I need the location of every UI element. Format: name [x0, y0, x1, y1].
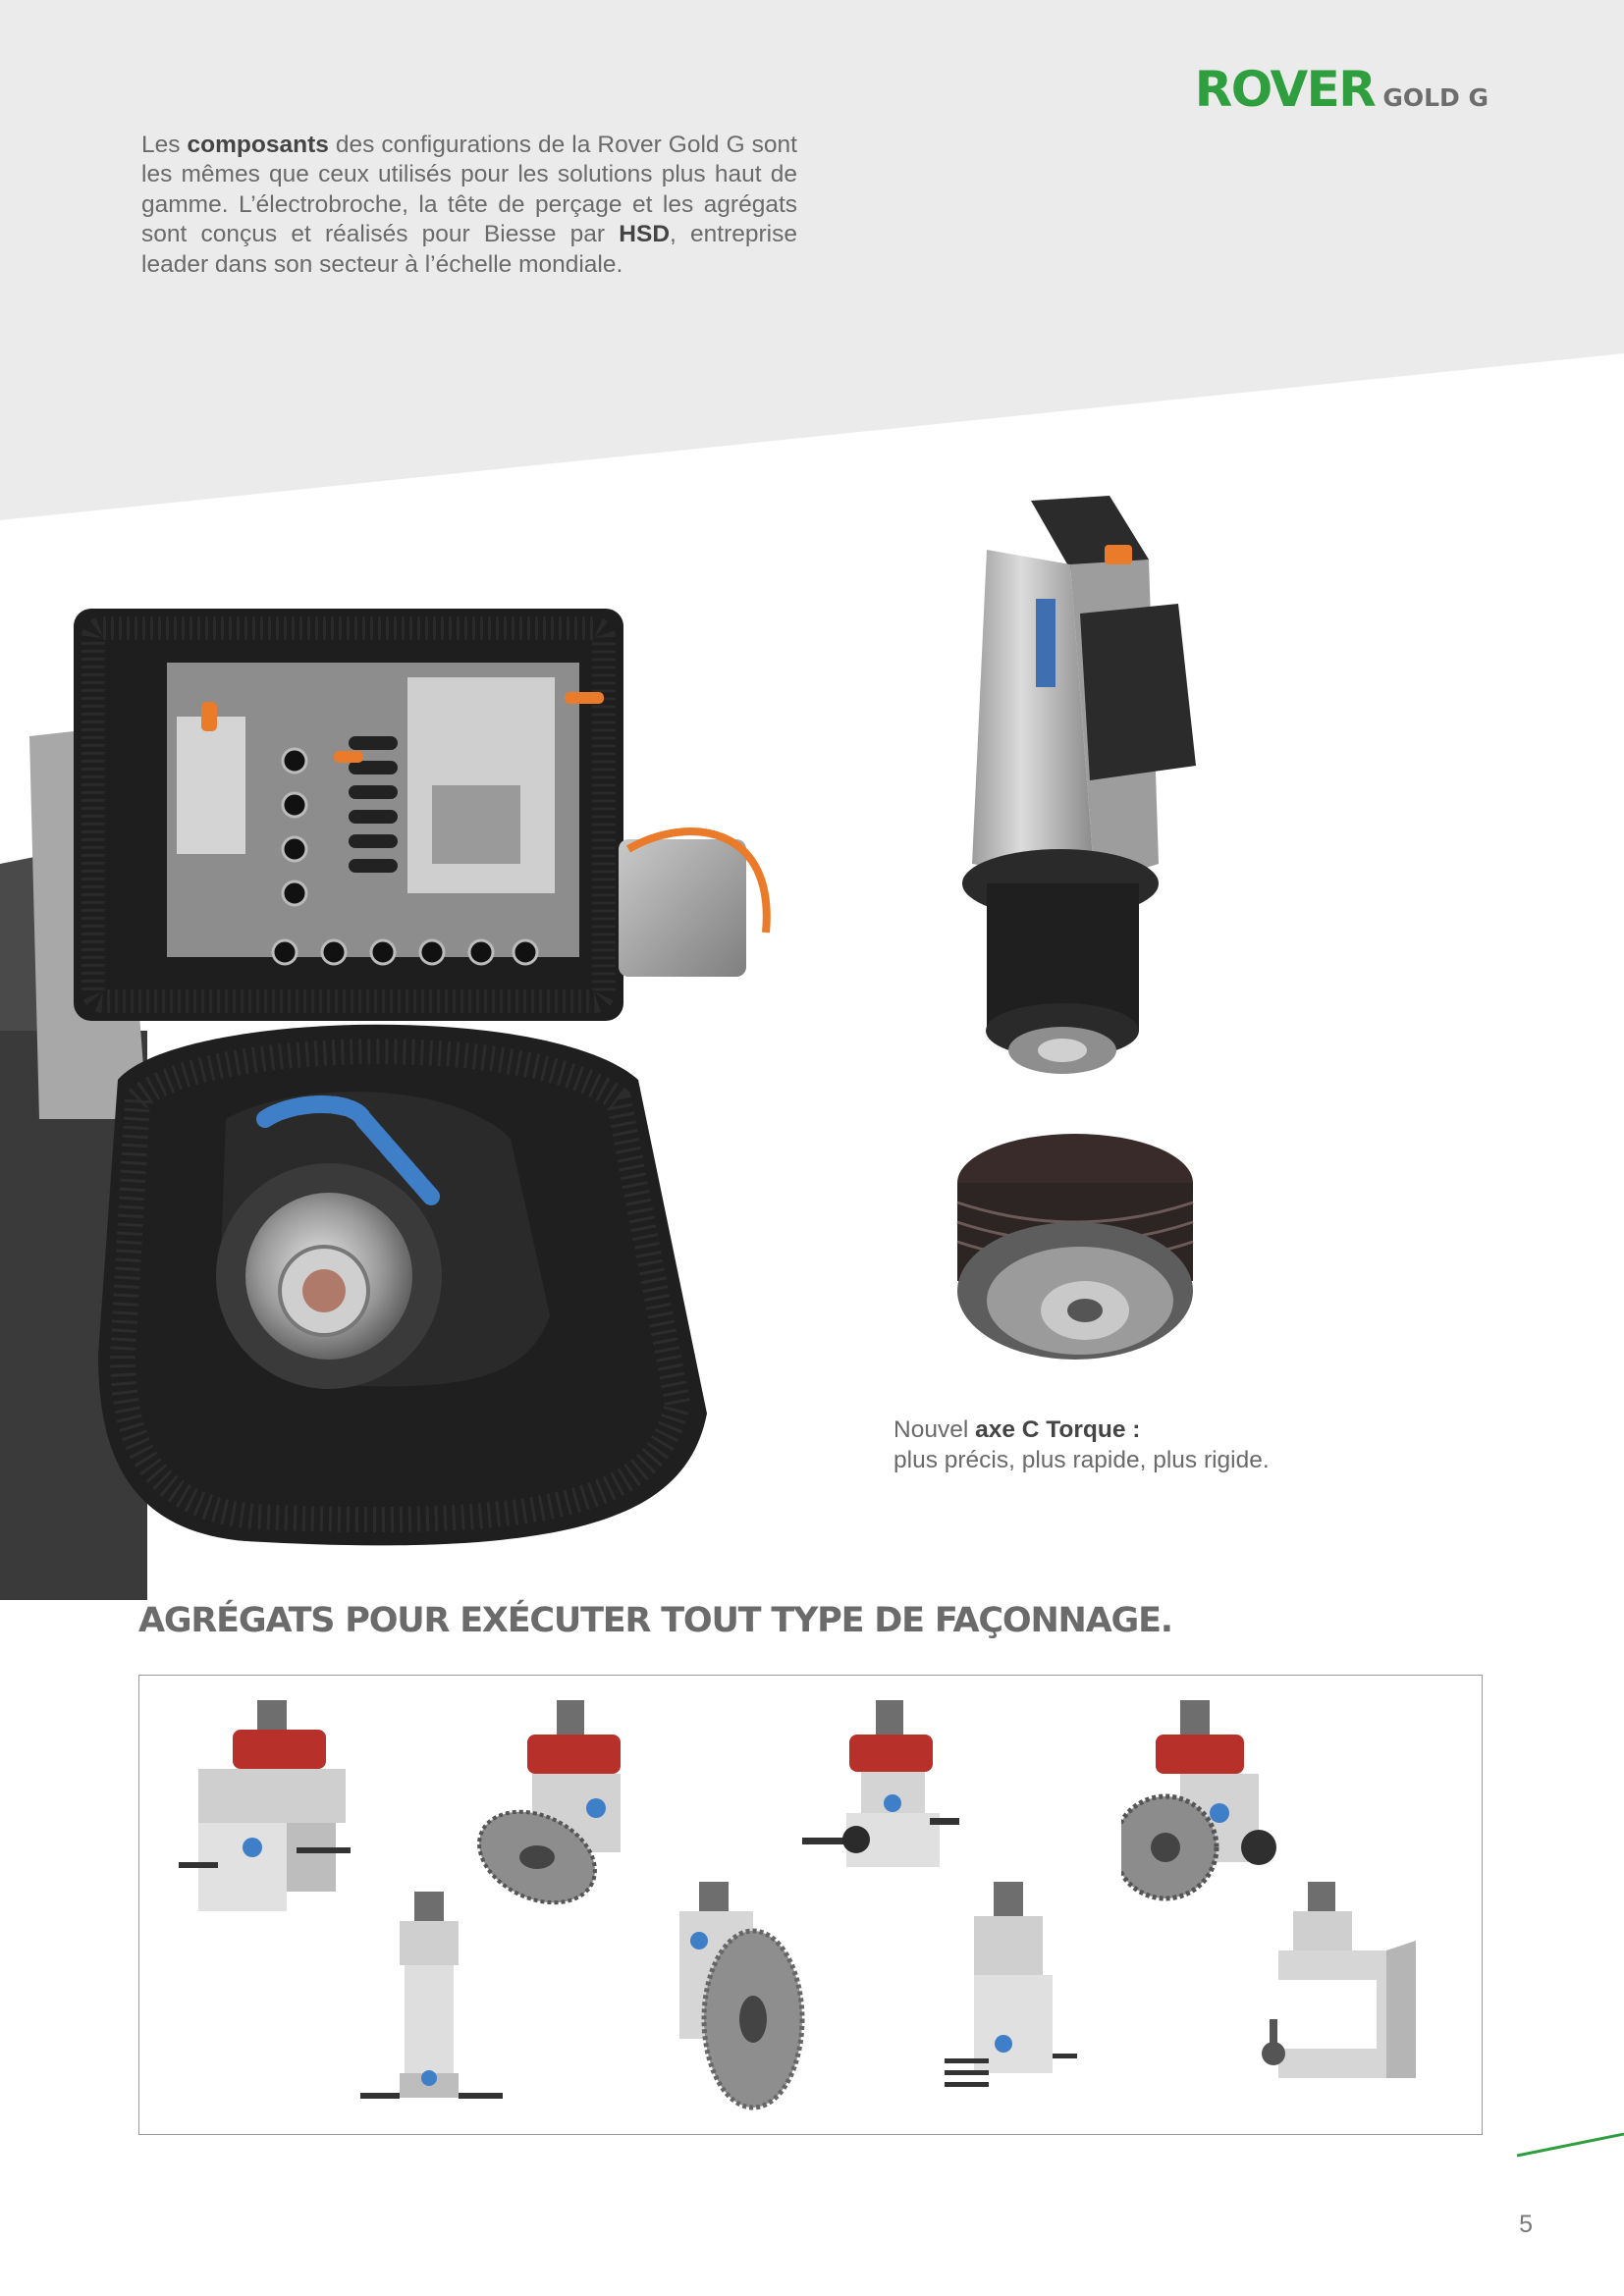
brand-name: ROVER — [1194, 61, 1377, 118]
aggregate-large-saw-image — [670, 1882, 807, 2117]
aggregate-disc-saw-image — [1121, 1700, 1293, 1921]
aggregate-horizontal-drill-image — [802, 1700, 959, 1887]
c-axis-caption: Nouvel axe C Torque : plus précis, plus … — [893, 1415, 1384, 1475]
brand-logo: ROVER GOLD G — [1195, 61, 1489, 118]
intro-bold-composants: composants — [187, 132, 329, 158]
brand-model: GOLD G — [1382, 83, 1489, 112]
aggregate-drilling-image — [179, 1700, 355, 1921]
aggregate-vertical-boring-image — [360, 1892, 508, 2112]
caption-line-1: Nouvel axe C Torque : — [893, 1416, 1141, 1443]
aggregate-multi-drill-image — [945, 1882, 1082, 2108]
aggregate-saw-image — [473, 1700, 630, 1916]
c-axis-torque-photo — [947, 1124, 1203, 1374]
caption-line-2: plus précis, plus rapide, plus rigide. — [893, 1446, 1270, 1473]
intro-paragraph: Les composants des configurations de la … — [141, 132, 798, 278]
caption-bold: axe C Torque : — [975, 1416, 1141, 1443]
section-title: AGRÉGATS POUR EXÉCUTER TOUT TYPE DE FAÇO… — [138, 1601, 1173, 1640]
machine-head-photo — [0, 569, 795, 1600]
aggregates-gallery — [138, 1675, 1483, 2135]
electrospindle-photo — [943, 491, 1208, 1085]
intro-bold-hsd: HSD — [619, 221, 671, 248]
aggregate-angular-lock-image — [1239, 1882, 1435, 2108]
page-number: 5 — [1519, 2211, 1533, 2238]
